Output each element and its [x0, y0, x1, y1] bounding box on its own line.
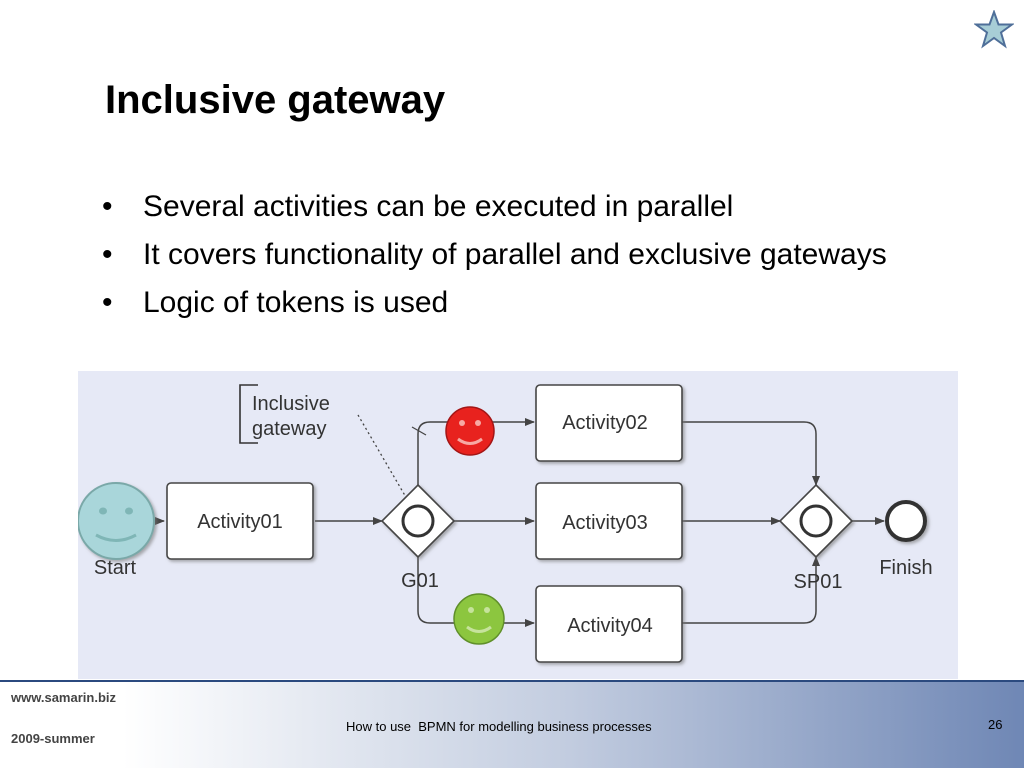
flow-g01-activity04	[417, 557, 535, 627]
flow-activity02-sp01	[682, 421, 820, 486]
footer-caption: How to use BPMN for modelling business p…	[346, 719, 652, 734]
bullet-list: • Several activities can be executed in …	[100, 186, 900, 330]
bullet-text: Logic of tokens is used	[143, 286, 449, 319]
annotation-text-line2: gateway	[252, 418, 327, 440]
start-label: Start	[94, 557, 137, 579]
activity03-label: Activity03	[562, 512, 648, 534]
star-logo-icon	[974, 10, 1014, 49]
join-gateway-sp01[interactable]	[778, 483, 854, 559]
finish-label: Finish	[879, 557, 932, 579]
bullet-dot-icon: •	[102, 190, 113, 223]
gateway-g01-label: G01	[401, 570, 439, 592]
annotation: Inclusive gateway	[239, 384, 408, 500]
footer-season: 2009-summer	[11, 731, 95, 746]
default-flow-marker	[411, 426, 427, 436]
start-event[interactable]	[78, 482, 155, 560]
bullet-text: Several activities can be executed in pa…	[143, 190, 734, 223]
bullet-dot-icon: •	[102, 238, 113, 271]
activity02-label: Activity02	[562, 412, 648, 434]
activity03-task[interactable]: Activity03	[535, 482, 683, 560]
bullet-item: • It covers functionality of parallel an…	[100, 234, 900, 275]
footer-divider	[0, 680, 1024, 682]
slide-title: Inclusive gateway	[105, 78, 446, 122]
bullet-item: • Several activities can be executed in …	[100, 186, 900, 227]
activity01-task[interactable]: Activity01	[166, 482, 314, 560]
activity02-task[interactable]: Activity02	[535, 384, 683, 462]
finish-event[interactable]	[885, 500, 927, 542]
green-token-face-icon	[453, 593, 505, 645]
flow-activity04-sp01	[682, 556, 820, 624]
bullet-item: • Logic of tokens is used	[100, 282, 900, 323]
footer: www.samarin.biz 2009-summer How to use B…	[0, 680, 1024, 768]
red-token-face-icon	[445, 406, 495, 456]
annotation-text-line1: Inclusive	[252, 393, 330, 415]
activity04-task[interactable]: Activity04	[535, 585, 683, 663]
sequence-flows	[155, 418, 885, 627]
bullet-dot-icon: •	[102, 286, 113, 319]
activity01-label: Activity01	[197, 511, 283, 533]
activity04-label: Activity04	[567, 615, 653, 637]
footer-site: www.samarin.biz	[11, 690, 116, 705]
bullet-text: It covers functionality of parallel and …	[143, 238, 887, 271]
bpmn-diagram: Inclusive gateway Start	[78, 371, 958, 679]
flow-g01-activity02	[417, 418, 535, 485]
page-number: 26	[988, 717, 1003, 732]
inclusive-gateway-g01[interactable]	[380, 483, 456, 559]
annotation-association-line	[357, 414, 408, 500]
join-sp01-label: SP01	[794, 571, 843, 593]
